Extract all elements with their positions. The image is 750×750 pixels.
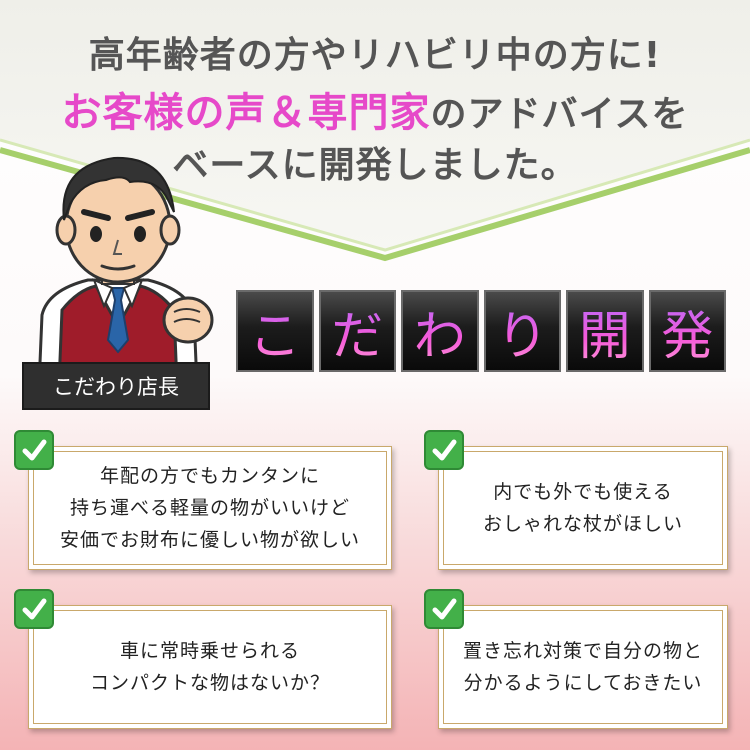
headline-line-3: ベースに開発しました。: [172, 145, 578, 186]
title-tile: だ: [318, 290, 396, 372]
voice-card-3: 車に常時乗せられる コンパクトな物はないか？: [28, 605, 392, 729]
manager-illustration: [36, 156, 214, 410]
check-icon: [14, 589, 54, 629]
card-line: 分かるようにしておきたい: [463, 672, 703, 694]
headline-line-2: お客様の声＆専門家のアドバイスを: [0, 80, 750, 138]
voice-card-1: 年配の方でもカンタンに 持ち運べる軽量の物がいいけど 安価でお財布に優しい物が欲…: [28, 446, 392, 570]
title-tile: 発: [648, 290, 726, 372]
card-text: 置き忘れ対策で自分の物と 分かるようにしておきたい: [439, 606, 727, 728]
voice-card-2: 内でも外でも使える おしゃれな杖がほしい: [438, 446, 728, 570]
card-line: おしゃれな杖がほしい: [482, 513, 683, 535]
title-tile: 開: [566, 290, 644, 372]
headline-line-2-rest: のアドバイスを: [430, 94, 689, 135]
card-line: 持ち運べる軽量の物がいいけど: [69, 497, 350, 519]
voice-card-4: 置き忘れ対策で自分の物と 分かるようにしておきたい: [438, 605, 728, 729]
check-icon: [424, 430, 464, 470]
card-text: 内でも外でも使える おしゃれな杖がほしい: [439, 447, 727, 569]
card-line: 年配の方でもカンタンに: [99, 465, 320, 487]
card-line: 車に常時乗せられる: [119, 640, 300, 662]
title-tiles: こ だ わ り 開 発: [236, 290, 726, 372]
title-char: 開: [579, 294, 631, 369]
title-char: 発: [661, 294, 713, 369]
card-line: 安価でお財布に優しい物が欲しい: [59, 529, 360, 551]
check-icon: [424, 589, 464, 629]
card-line: コンパクトな物はないか？: [89, 672, 330, 694]
card-text: 年配の方でもカンタンに 持ち運べる軽量の物がいいけど 安価でお財布に優しい物が欲…: [29, 447, 391, 569]
title-char: わ: [414, 294, 466, 369]
card-line: 内でも外でも使える: [493, 481, 673, 503]
title-char: だ: [331, 294, 383, 369]
title-tile: こ: [236, 290, 314, 372]
title-char: こ: [249, 294, 301, 369]
check-icon: [14, 430, 54, 470]
card-text: 車に常時乗せられる コンパクトな物はないか？: [29, 606, 391, 728]
manager-label: こだわり店長: [22, 362, 210, 410]
title-char: り: [496, 294, 548, 369]
headline-accent: お客様の声＆専門家: [61, 90, 431, 136]
title-tile: わ: [401, 290, 479, 372]
header-banner: 高年齢者の方やリハビリ中の方に! お客様の声＆専門家のアドバイスを ベースに開発…: [0, 0, 750, 280]
headline-line-1: 高年齢者の方やリハビリ中の方に!: [88, 35, 662, 76]
title-tile: り: [483, 290, 561, 372]
card-line: 置き忘れ対策で自分の物と: [462, 640, 703, 662]
